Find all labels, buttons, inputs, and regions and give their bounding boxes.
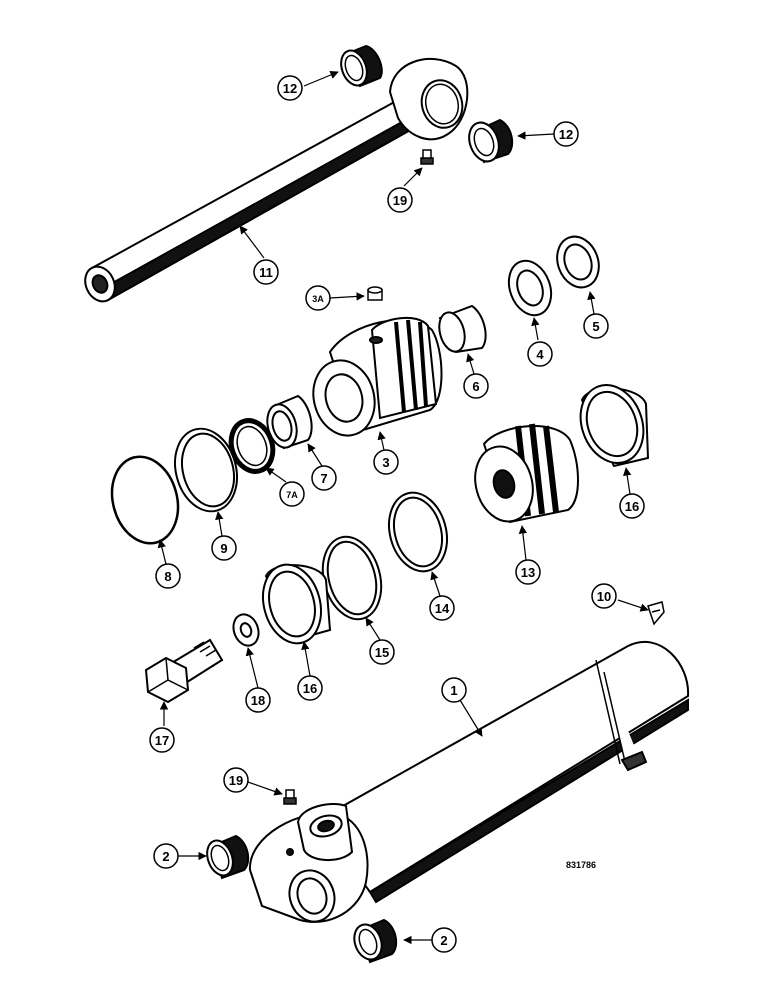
callout-label: 7A bbox=[286, 490, 298, 500]
wiper-part bbox=[438, 304, 487, 354]
wear-ring-part-lower bbox=[262, 563, 332, 645]
callout-label: 16 bbox=[625, 499, 639, 514]
callout-9: 9 bbox=[211, 535, 237, 561]
callout-3A: 3A bbox=[305, 285, 331, 311]
fitting-part bbox=[647, 601, 665, 626]
figure-reference-number: 831786 bbox=[566, 860, 596, 870]
grease-fitting-part-upper bbox=[420, 149, 434, 165]
cylinder-head-part bbox=[312, 316, 443, 437]
bushing-part-upper bbox=[340, 44, 383, 88]
backup-ring-part-9 bbox=[174, 427, 238, 513]
callout-7: 7 bbox=[311, 465, 337, 491]
callout-label: 12 bbox=[559, 127, 573, 142]
callout-15: 15 bbox=[369, 639, 395, 665]
bushing-part-bottom bbox=[353, 918, 398, 964]
callout-label: 17 bbox=[155, 733, 169, 748]
callout-4: 4 bbox=[527, 341, 553, 367]
callout-17: 17 bbox=[149, 727, 175, 753]
callout-6: 6 bbox=[463, 373, 489, 399]
bolt-part bbox=[144, 638, 224, 704]
callout-label: 16 bbox=[303, 681, 317, 696]
leader-lines bbox=[157, 70, 649, 945]
callout-10: 10 bbox=[591, 583, 617, 609]
callout-2-left: 2 bbox=[153, 843, 179, 869]
callout-label: 14 bbox=[435, 601, 450, 616]
callout-3: 3 bbox=[373, 449, 399, 475]
callout-1: 1 bbox=[441, 677, 467, 703]
wear-ring-part-upper bbox=[579, 384, 650, 468]
rod-seal-part bbox=[266, 394, 313, 450]
callout-label: 7 bbox=[320, 471, 327, 486]
bushing-part-right bbox=[468, 118, 514, 164]
callout-label: 12 bbox=[283, 81, 297, 96]
callout-12-upper: 12 bbox=[277, 75, 303, 101]
callout-label: 4 bbox=[536, 347, 544, 362]
callout-label: 13 bbox=[521, 565, 535, 580]
callout-19-lower: 19 bbox=[223, 767, 249, 793]
callout-13: 13 bbox=[515, 559, 541, 585]
callout-label: 5 bbox=[592, 319, 599, 334]
callout-18: 18 bbox=[245, 687, 271, 713]
callout-16-upper: 16 bbox=[619, 493, 645, 519]
cylinder-barrel-part bbox=[248, 640, 690, 923]
callout-2-bottom: 2 bbox=[431, 927, 457, 953]
piston-part bbox=[474, 423, 579, 524]
callout-label: 1 bbox=[450, 683, 457, 698]
callout-11: 11 bbox=[253, 259, 279, 285]
callout-label: 3 bbox=[382, 455, 389, 470]
callout-19-upper: 19 bbox=[387, 187, 413, 213]
ring-part-14 bbox=[388, 491, 448, 573]
seal-ring-part bbox=[556, 235, 600, 289]
callout-label: 11 bbox=[259, 265, 273, 280]
washer-part bbox=[232, 613, 260, 647]
callout-label: 19 bbox=[229, 773, 243, 788]
callout-14: 14 bbox=[429, 595, 455, 621]
callout-label: 3A bbox=[312, 294, 324, 304]
callout-label: 9 bbox=[220, 541, 227, 556]
bushing-part-left bbox=[206, 834, 250, 880]
callout-16-lower: 16 bbox=[297, 675, 323, 701]
callout-label: 8 bbox=[164, 569, 171, 584]
callout-label: 2 bbox=[162, 849, 169, 864]
plug-part bbox=[367, 286, 383, 301]
callout-12-right: 12 bbox=[553, 121, 579, 147]
piston-rod-part bbox=[84, 57, 469, 303]
callout-8: 8 bbox=[155, 563, 181, 589]
callout-label: 2 bbox=[440, 933, 447, 948]
seal-part bbox=[228, 418, 276, 474]
callout-5: 5 bbox=[583, 313, 609, 339]
callout-label: 10 bbox=[597, 589, 611, 604]
callout-label: 19 bbox=[393, 193, 407, 208]
grease-fitting-part-lower bbox=[283, 789, 297, 805]
callout-7A: 7A bbox=[279, 481, 305, 507]
callout-label: 15 bbox=[375, 645, 389, 660]
callout-label: 6 bbox=[472, 379, 479, 394]
callout-label: 18 bbox=[251, 693, 265, 708]
o-ring-part bbox=[110, 455, 180, 545]
backup-ring-part bbox=[507, 259, 553, 317]
